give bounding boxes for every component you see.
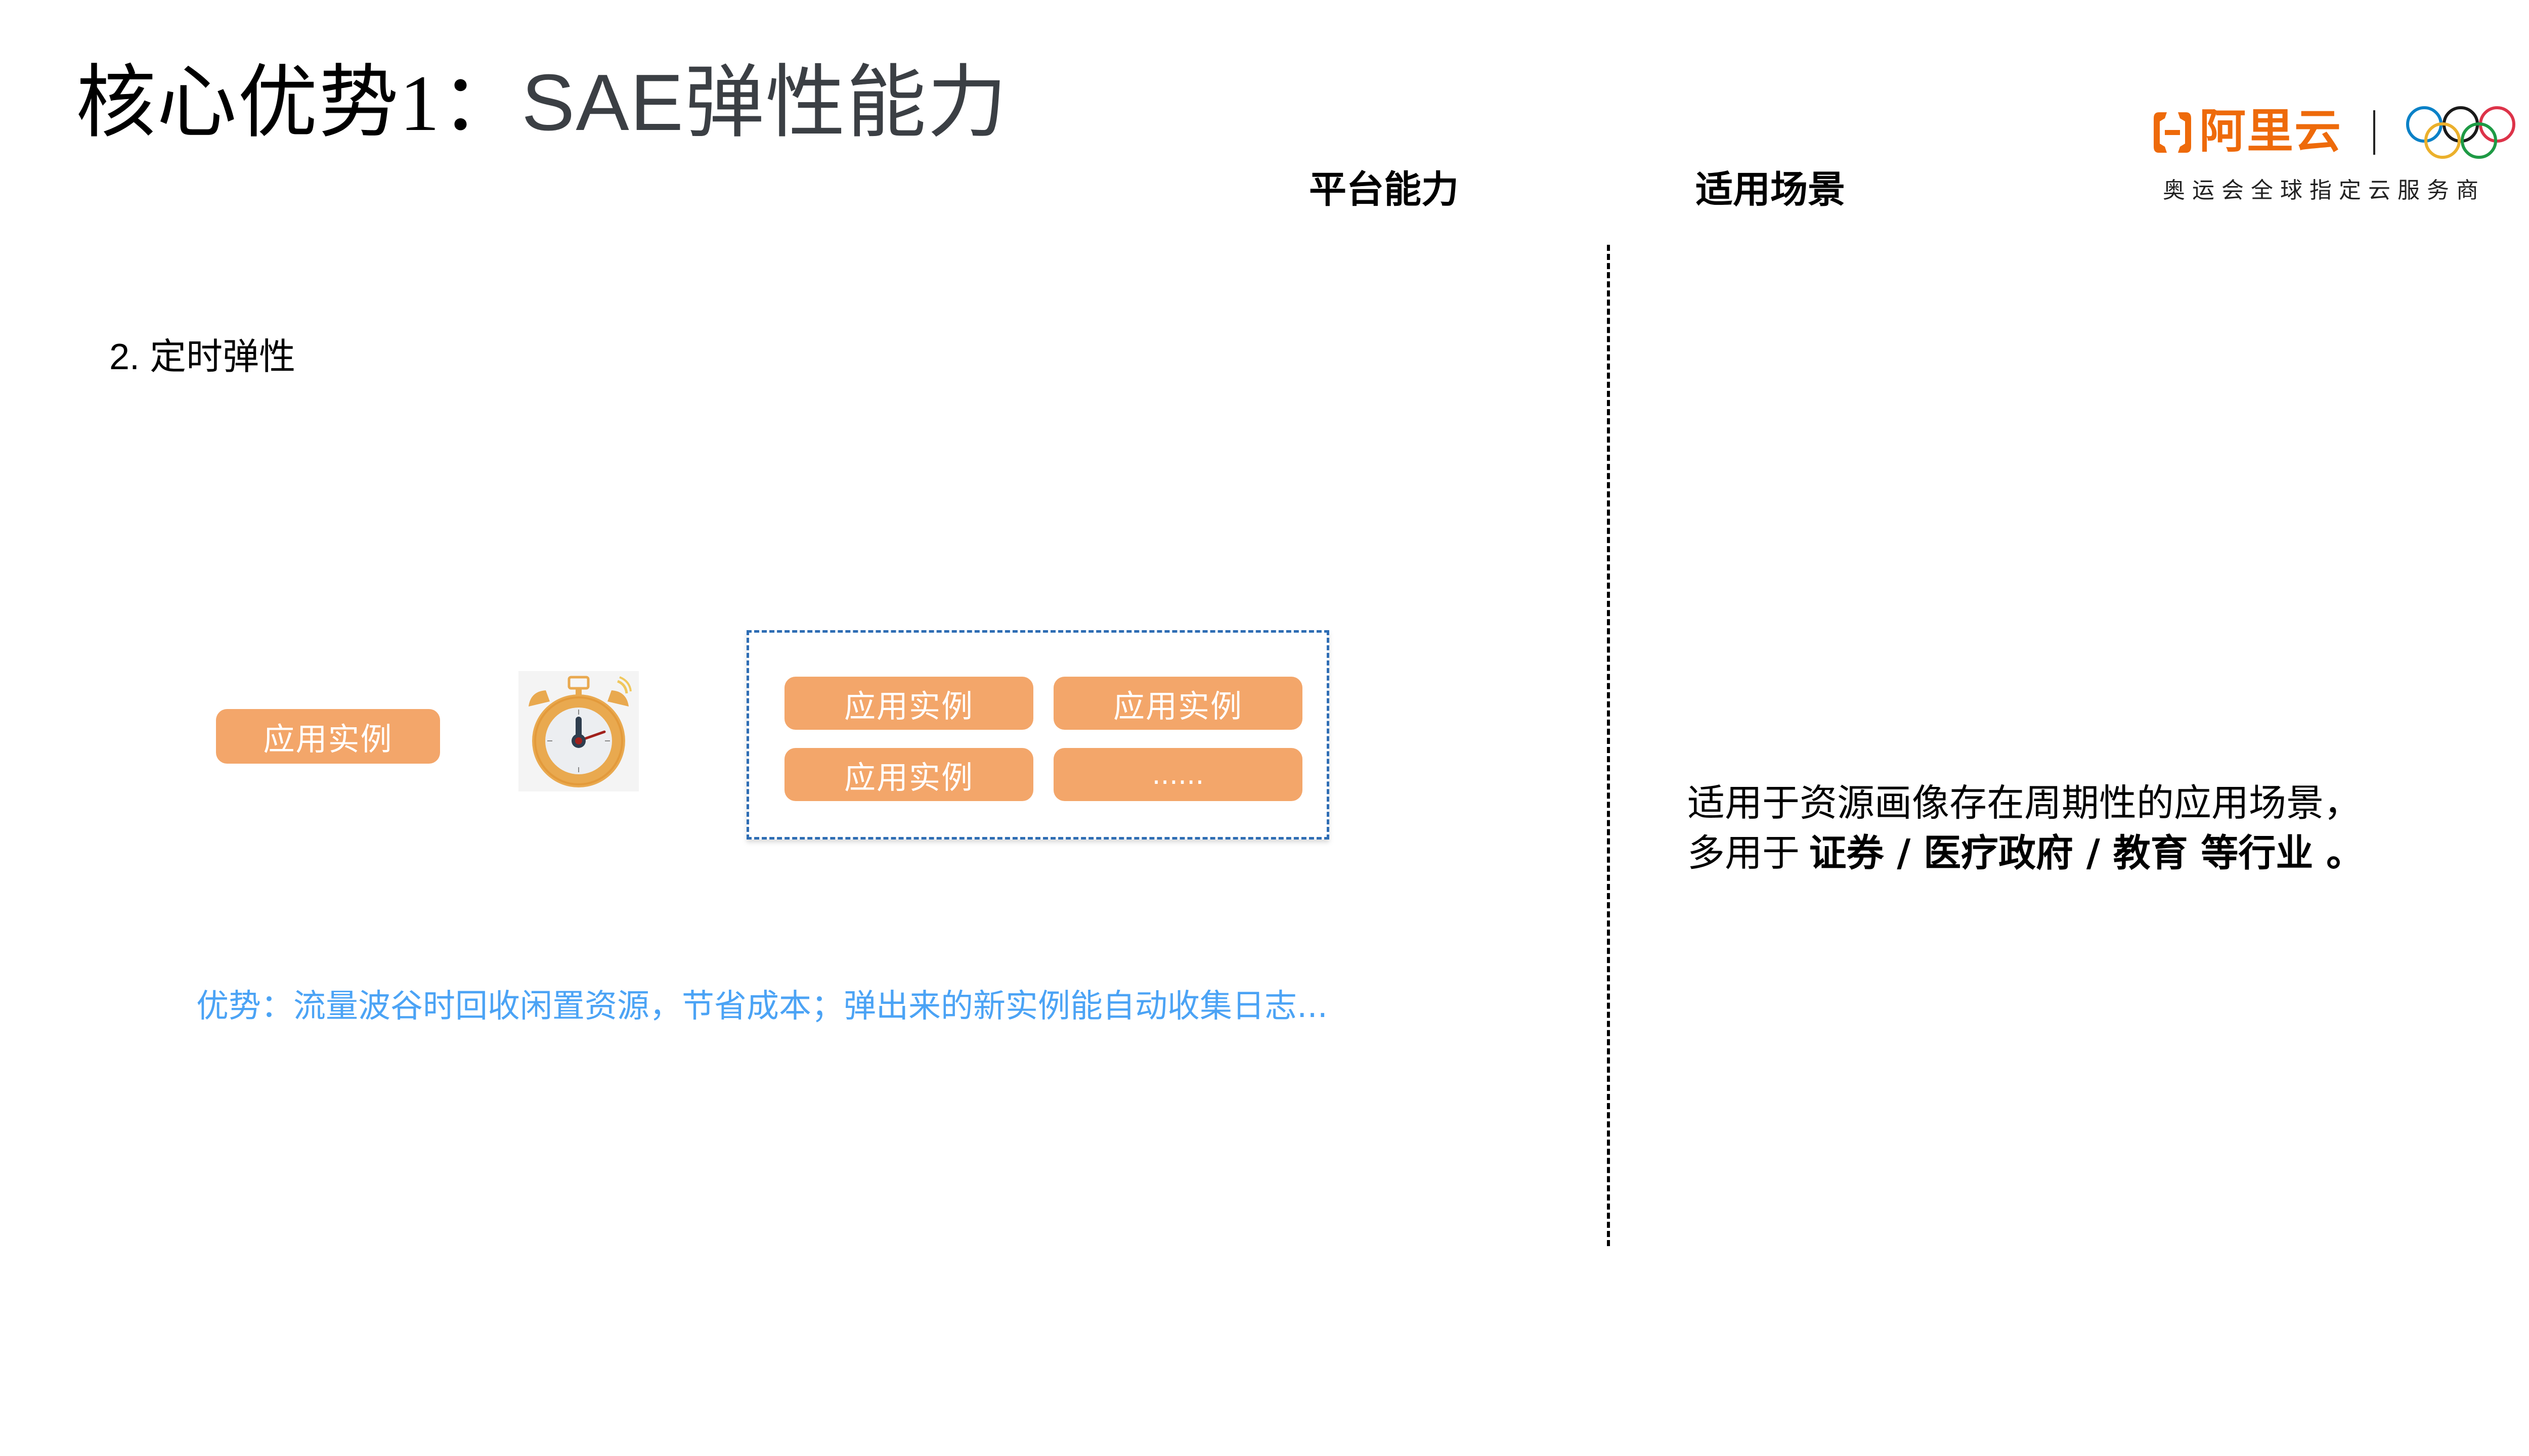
brand-logo: 阿里云 奥运会全球指定云服务商 [2150,101,2515,212]
stopwatch-icon [518,671,639,791]
section-label-bold: 弹性 [223,335,296,378]
header-applicable-scenario: 适用场景 [1695,168,1845,211]
ellipsis-label: ...... [1152,759,1204,790]
olympic-rings-icon [2406,106,2515,159]
app-instance-label: 应用实例 [1113,687,1243,725]
app-instance-box: 应用实例 [216,709,440,764]
scenario-line-2: 多用于 证券 / 医疗政府 / 教育 等行业 。 [1687,828,2364,878]
app-instance-label: 应用实例 [263,721,393,758]
scenario-description: 适用于资源画像存在周期性的应用场景， 多用于 证券 / 医疗政府 / 教育 等行… [1687,779,2364,878]
industry-securities: 证券 / [1809,831,1924,875]
more-instances-box: ...... [1054,748,1302,801]
app-instance-label: 应用实例 [844,687,974,725]
brand-tagline: 奥运会全球指定云服务商 [2163,178,2486,203]
app-instance-box: 应用实例 [784,677,1033,730]
section-number: 2. [109,337,140,377]
industry-medical-government: 医疗政府 / [1924,831,2113,875]
scenario-prefix: 多用于 [1687,833,1809,874]
section-label-light: 定时 [150,337,223,377]
logo-divider [2373,110,2375,155]
column-divider [1607,245,1610,1246]
scenario-line-1: 适用于资源画像存在周期性的应用场景， [1687,783,2361,824]
app-instance-box: 应用实例 [1054,677,1302,730]
page-title: 核心优势1：SAE弹性能力 [76,55,1008,152]
header-platform-capability: 平台能力 [1309,168,1459,211]
section-label: 2. 定时弹性 [109,334,295,380]
title-prefix: 核心优势1： [76,59,521,148]
advantage-text: 优势：流量波谷时回收闲置资源，节省成本；弹出来的新实例能自动收集日志... [196,988,1328,1025]
scaled-instances-group [747,630,1329,840]
industry-education: 教育 [2113,831,2201,875]
aliyun-bracket-icon [2154,112,2191,153]
app-instance-label: 应用实例 [844,759,974,796]
scenario-suffix: 等行业 。 [2201,831,2364,875]
app-instance-box: 应用实例 [784,748,1033,801]
brand-name: 阿里云 [2199,106,2342,157]
title-suffix: SAE弹性能力 [521,58,1009,147]
